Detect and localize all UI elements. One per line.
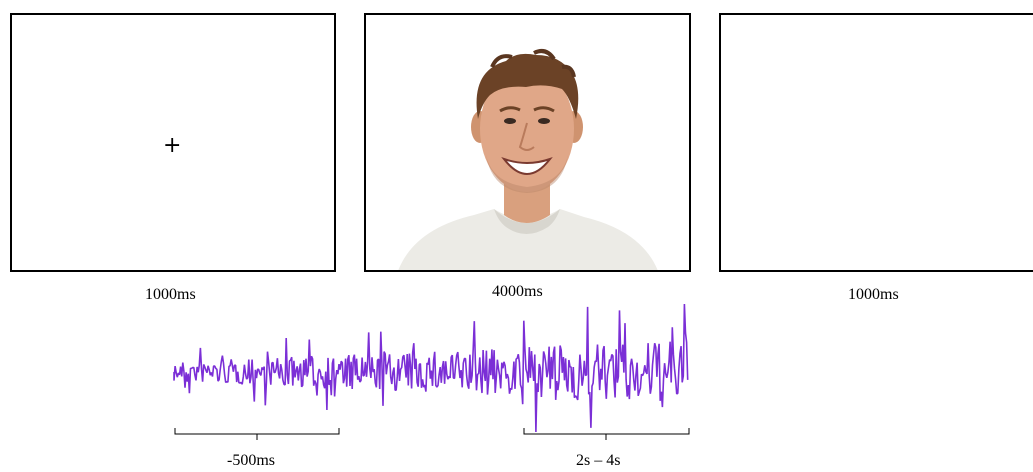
fixation-cross-icon: + — [163, 133, 182, 158]
face-duration-label: 4000ms — [492, 283, 543, 300]
response-window-bracket — [523, 428, 690, 440]
blank-duration-label: 1000ms — [848, 286, 899, 303]
face-photo-image — [398, 49, 658, 270]
fixation-duration-label: 1000ms — [145, 286, 196, 303]
baseline-window-label: -500ms — [227, 452, 275, 469]
face-stimulus-screen — [364, 13, 691, 272]
response-window-label: 2s – 4s — [576, 452, 621, 469]
eeg-waveform — [173, 303, 689, 433]
eeg-signal-trace — [173, 303, 689, 433]
baseline-window-bracket — [174, 428, 340, 440]
fixation-screen: + — [10, 13, 336, 272]
blank-screen — [719, 13, 1033, 272]
